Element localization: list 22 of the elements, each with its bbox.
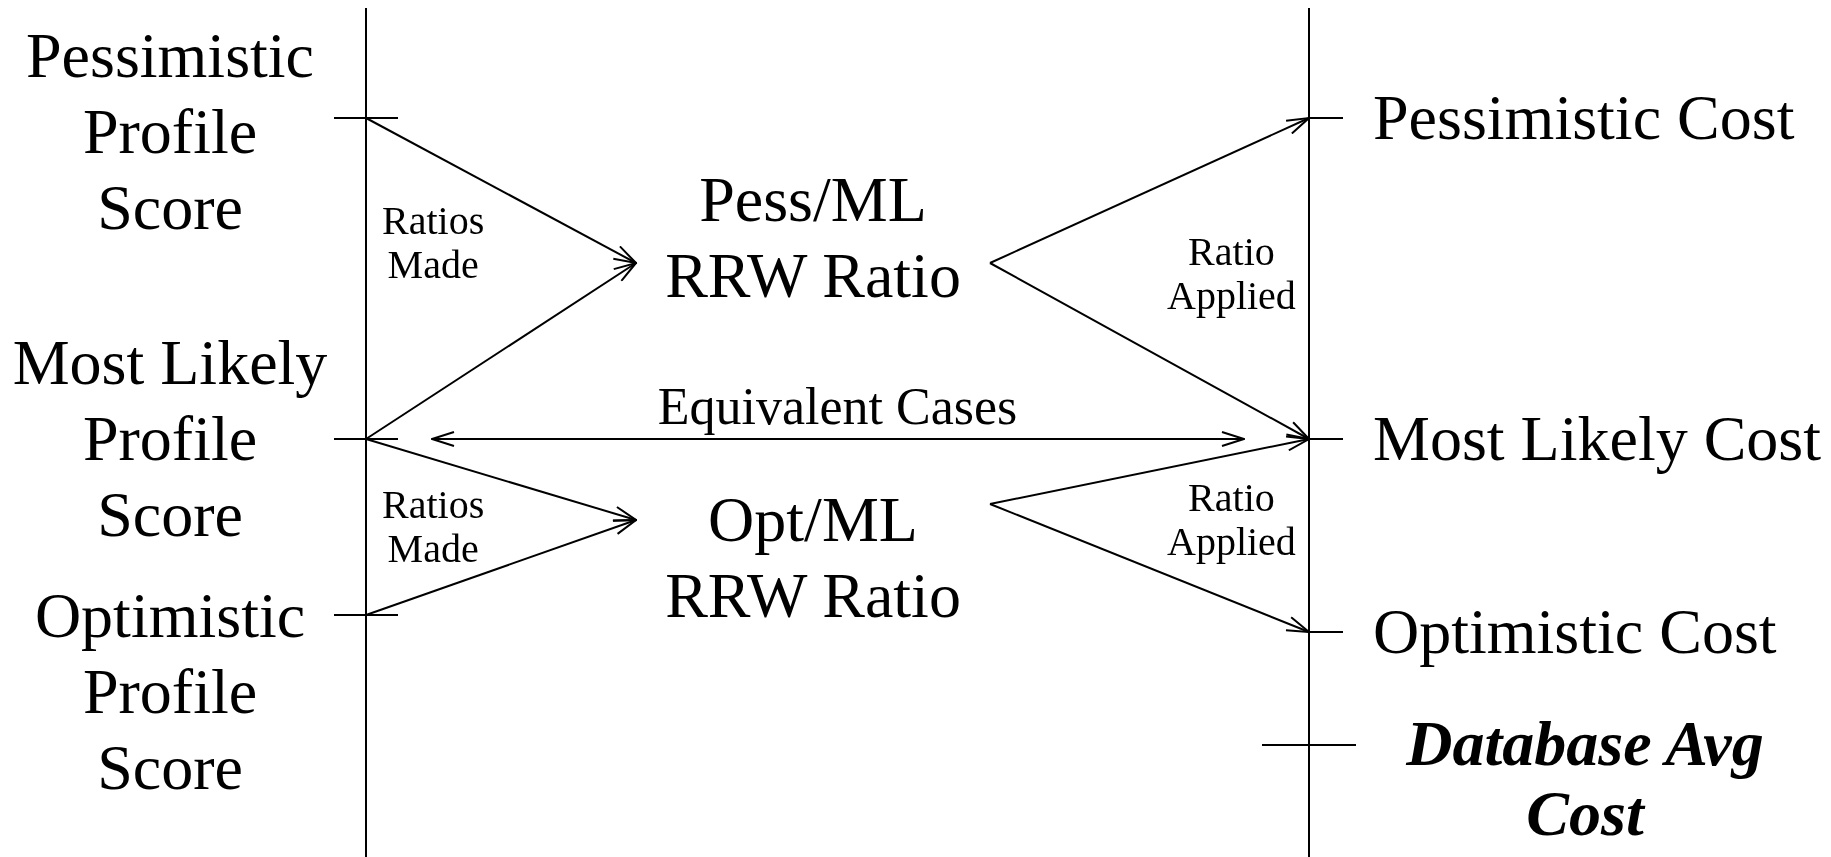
node-label: Pess/ML RRW Ratio [664, 163, 962, 313]
annotation-text: Database Avg Cost [1405, 709, 1765, 849]
annotation-text: Ratio Applied [1167, 476, 1296, 564]
node-label: Pessimistic Cost [1373, 81, 1795, 155]
node-label: Most Likely Cost [1373, 402, 1822, 476]
arrow [989, 117, 1310, 264]
arrow [989, 503, 1310, 633]
arrow [365, 438, 637, 522]
node-label: Pessimistic Profile Score [25, 19, 315, 245]
node-label: Opt/ML RRW Ratio [664, 483, 962, 633]
arrow [365, 117, 637, 264]
node-label: Optimistic Profile Score [33, 579, 307, 805]
node-label: Most Likely Profile Score [11, 326, 329, 552]
arrow [989, 435, 1310, 505]
annotation-text: Ratios Made [382, 199, 485, 287]
arrow [989, 262, 1310, 440]
arrow [431, 431, 1245, 447]
annotation-text: Ratios Made [382, 483, 485, 571]
arrow [365, 519, 637, 616]
node-label: Optimistic Cost [1373, 595, 1777, 669]
arrow [365, 262, 637, 440]
annotation-text: Ratio Applied [1167, 230, 1296, 318]
